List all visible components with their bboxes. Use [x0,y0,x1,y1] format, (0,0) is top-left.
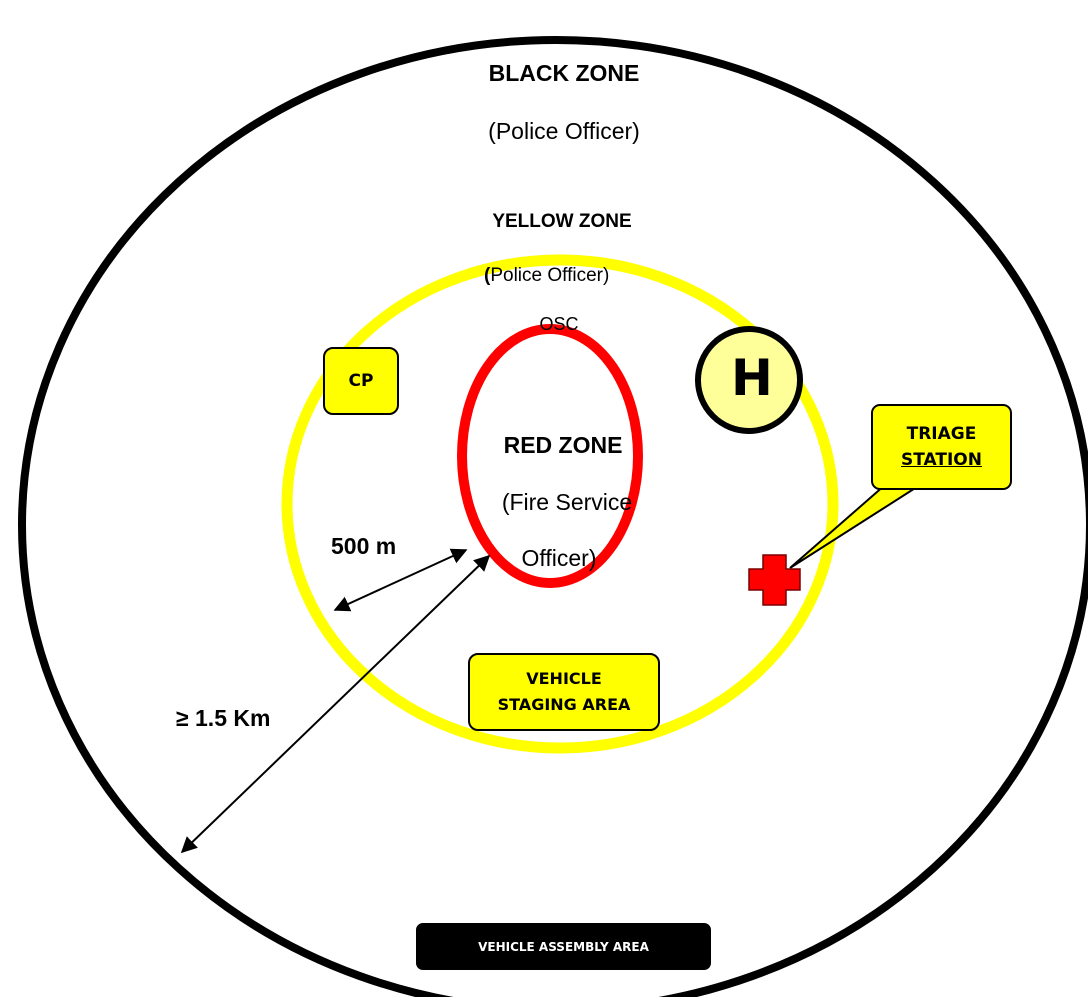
triage-callout-pointer [789,484,924,569]
vehicle-staging-line1: VEHICLE [526,669,602,688]
command-post-box: CP [323,347,399,415]
outer-distance-arrow [180,554,491,854]
triage-station-box: TRIAGE STATION [871,404,1012,490]
black-zone-boundary [18,36,1088,997]
inner-distance-label: 500 m [331,533,397,559]
osc-label: OSC [539,314,579,334]
vehicle-assembly-label: VEHICLE ASSEMBLY AREA [478,939,649,954]
black-zone-title: BLACK ZONE [488,60,640,86]
black-zone-role: (Police Officer) [488,118,640,144]
triage-label-line2: STATION [901,450,982,470]
helipad-circle [695,326,803,434]
red-cross-icon [748,554,801,606]
vehicle-staging-area-box: VEHICLE STAGING AREA [468,653,660,731]
yellow-zone-boundary [281,254,839,754]
vehicle-staging-line2: STAGING AREA [497,695,631,714]
command-post-label: CP [348,371,374,391]
triage-label-line1: TRIAGE [906,424,977,444]
red-zone-role-line2: Officer) [521,545,597,571]
yellow-zone-role: (Police Officer) [484,265,610,286]
vehicle-assembly-area-box: VEHICLE ASSEMBLY AREA [416,923,711,970]
outer-distance-label: ≥ 1.5 Km [176,705,271,731]
red-zone-boundary [457,324,643,588]
red-zone-role-line1: (Fire Service [501,489,633,515]
yellow-zone-title: YELLOW ZONE [492,211,632,232]
helipad-icon: H [731,349,773,407]
red-zone-title: RED ZONE [503,432,623,458]
